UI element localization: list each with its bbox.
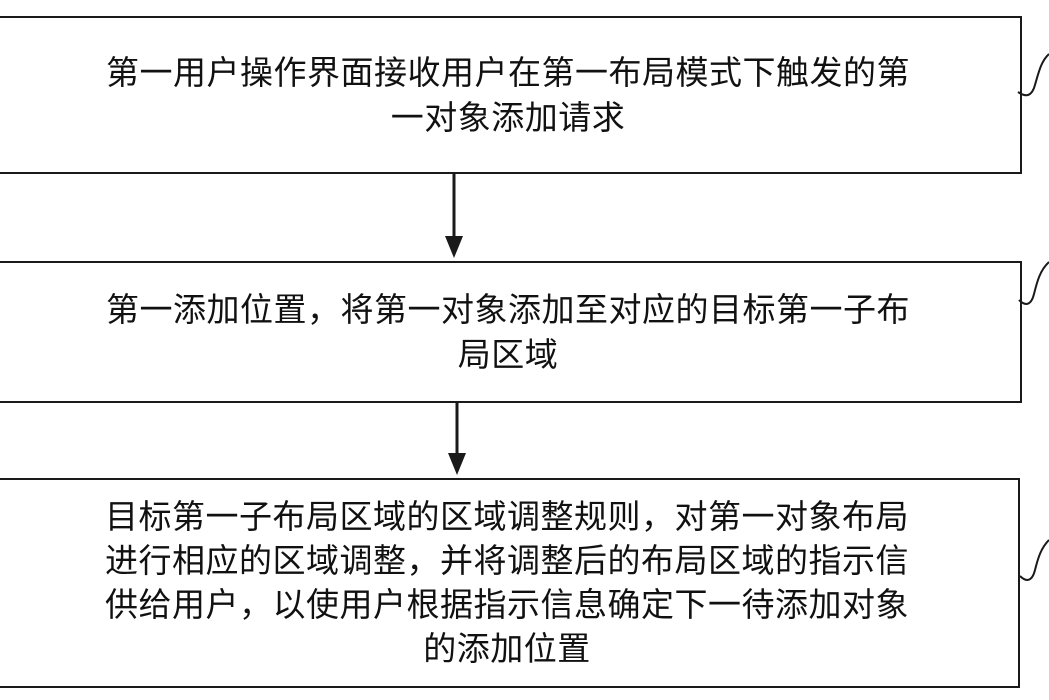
flow-step-2-line-1: 第一添加位置，将第一对象添加至对应的目标第一子布 xyxy=(106,290,910,329)
flow-step-1-line-1: 第一用户操作界面接收用户在第一布局模式下触发的第 xyxy=(106,53,910,92)
leader-hook-3-icon xyxy=(1019,539,1049,581)
flow-step-3-line-3: 供给用户，以使用户根据指示信息确定下一待添加对象 xyxy=(105,585,909,624)
flow-step-1-line-2: 一对象添加请求 xyxy=(390,98,626,137)
flow-step-1-box: 第一用户操作界面接收用户在第一布局模式下触发的第 一对象添加请求 xyxy=(0,16,1022,174)
flow-step-3-line-1: 目标第一子布局区域的区域调整规则，对第一对象布局 xyxy=(105,497,909,536)
flow-step-3-box: 目标第一子布局区域的区域调整规则，对第一对象布局 进行相应的区域调整，并将调整后… xyxy=(0,478,1020,688)
arrow-1-head-icon xyxy=(445,236,463,258)
flow-step-2-line-2: 局区域 xyxy=(457,335,559,374)
flow-step-3-line-2: 进行相应的区域调整，并将调整后的布局区域的指示信 xyxy=(105,541,909,580)
leader-hook-2-icon xyxy=(1018,261,1049,305)
leader-hook-1-icon xyxy=(1017,53,1049,97)
arrow-2-head-icon xyxy=(448,453,466,475)
flow-step-3-line-4: 的添加位置 xyxy=(423,629,591,668)
flow-step-2-box: 第一添加位置，将第一对象添加至对应的目标第一子布 局区域 xyxy=(0,261,1022,403)
